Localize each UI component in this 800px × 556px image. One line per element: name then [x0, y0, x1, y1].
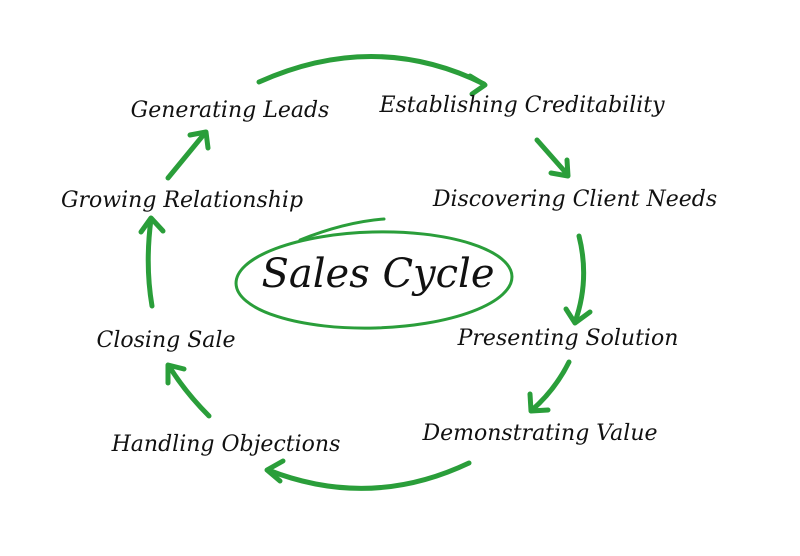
- stage-label-discovering-client-needs: Discovering Client Needs: [432, 187, 717, 212]
- arrow-closing-to-growing: [145, 216, 155, 309]
- stage-label-presenting-solution: Presenting Solution: [457, 326, 679, 351]
- arrow-closing-to-growing-head: [138, 215, 166, 235]
- stage-label-generating-leads: Generating Leads: [131, 98, 330, 123]
- stage-label-demonstrating-value: Demonstrating Value: [421, 421, 657, 446]
- arrow-needs-to-presenting: [572, 233, 587, 325]
- center-ellipse: [234, 217, 514, 330]
- stage-label-handling-objections: Handling Objections: [111, 432, 341, 457]
- arrow-value-to-objections: [265, 460, 472, 491]
- arrow-creditability-to-needs: [534, 137, 570, 177]
- stage-label-closing-sale: Closing Sale: [97, 328, 236, 353]
- arrow-creditability-to-needs-head: [548, 157, 571, 179]
- arrow-leads-to-creditability-head: [467, 73, 488, 97]
- arrow-leads-to-creditability: [256, 54, 487, 87]
- arrow-growing-to-leads-head: [187, 129, 211, 151]
- arrow-growing-to-leads: [165, 130, 208, 181]
- arrow-presenting-to-value: [529, 359, 572, 413]
- diagram-title: Sales Cycle: [261, 251, 494, 297]
- arrow-objections-to-closing-head: [165, 362, 187, 386]
- arrow-presenting-to-value-head: [527, 391, 551, 414]
- stage-label-establishing-creditability: Establishing Creditability: [378, 93, 665, 118]
- arrow-needs-to-presenting-head: [563, 306, 593, 326]
- arrow-value-to-objections-head: [264, 458, 286, 484]
- arrow-objections-to-closing: [166, 363, 212, 419]
- stage-label-growing-relationship: Growing Relationship: [61, 188, 303, 213]
